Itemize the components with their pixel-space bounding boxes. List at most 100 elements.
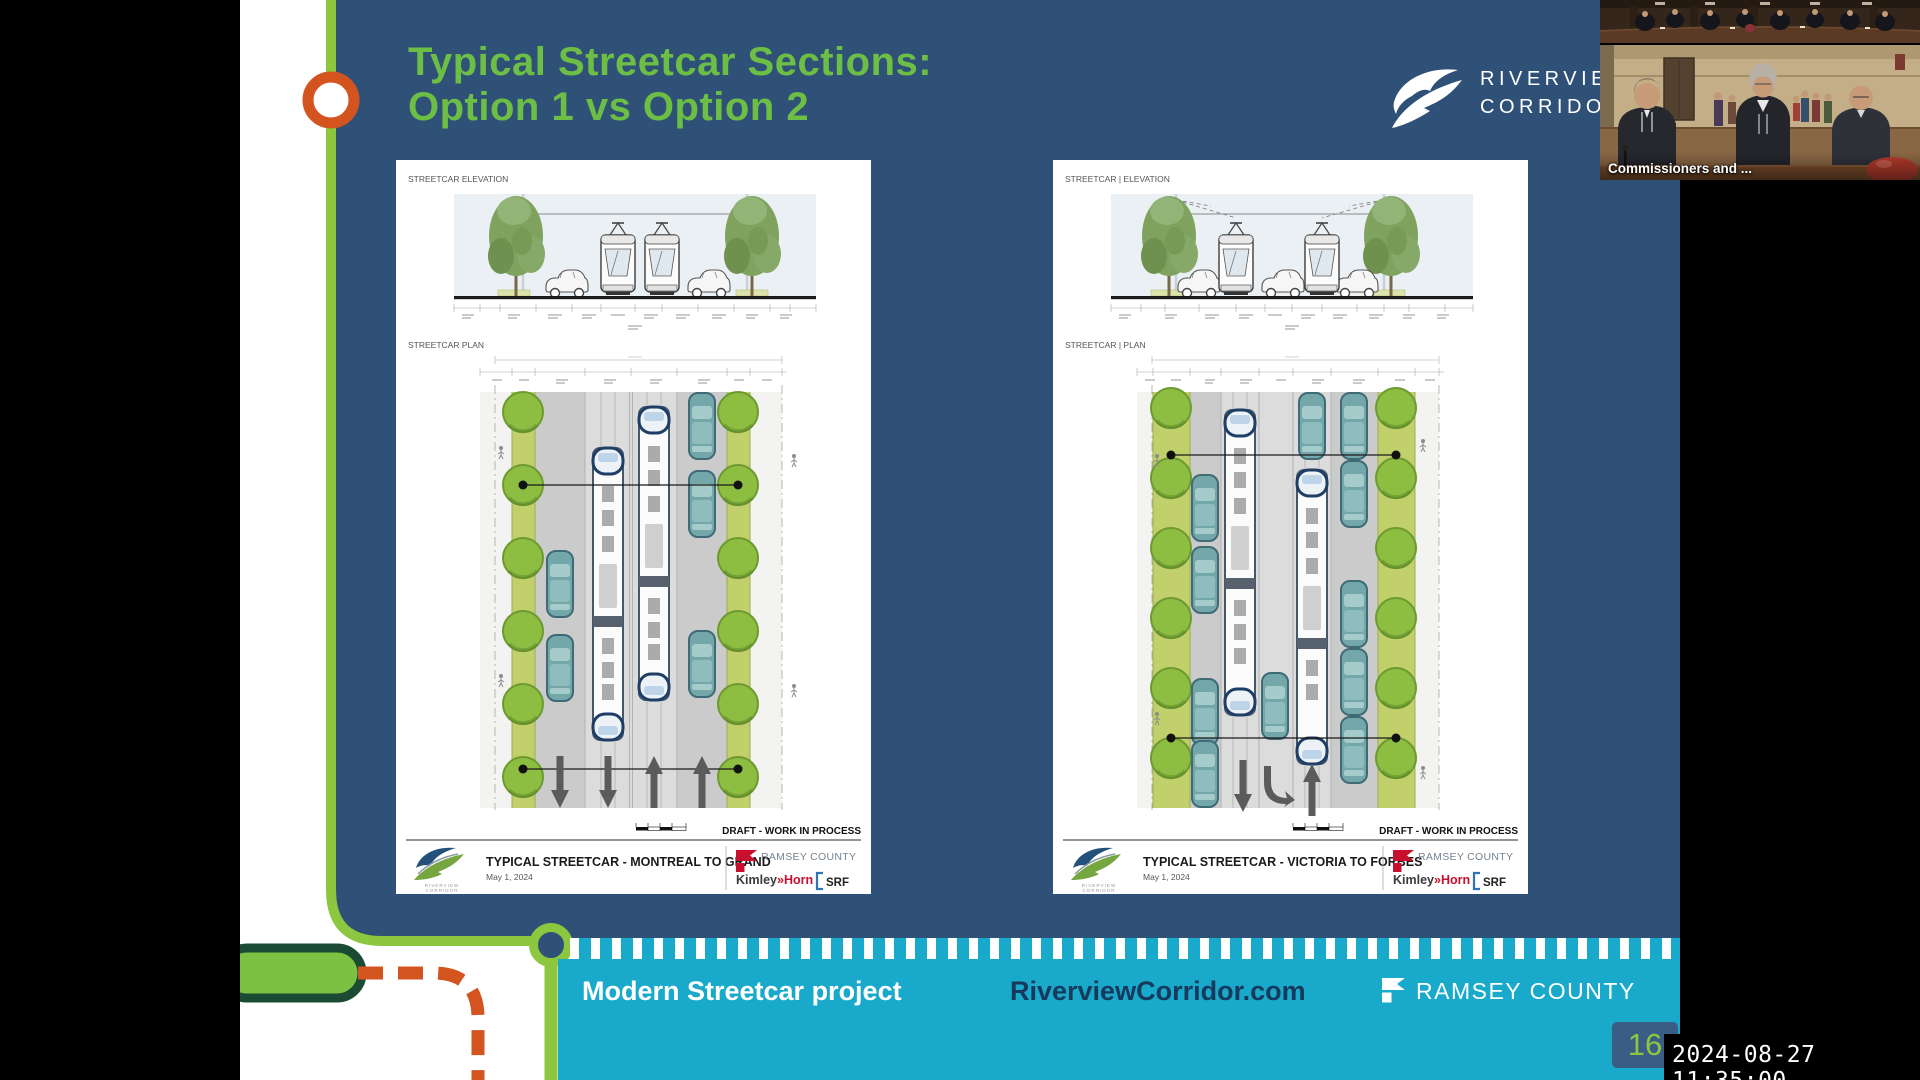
tree-plan <box>1149 666 1193 710</box>
section-sheet-option1: STREETCAR ELEVATION <box>396 160 871 894</box>
ramsey-flag-icon <box>1382 978 1405 1003</box>
section-cut-line <box>1166 450 1401 743</box>
tree-plan <box>1374 386 1418 430</box>
car-plan <box>1191 474 1219 542</box>
tree-plan <box>716 536 760 580</box>
car-plan <box>1340 716 1368 784</box>
streetcar-plan <box>637 405 671 702</box>
green-route-line <box>326 0 551 946</box>
section-sheet-option2: STREETCAR | ELEVATION <box>1053 160 1528 894</box>
pedestrian <box>790 683 798 698</box>
tree-plan <box>501 390 545 434</box>
zipper-divider-decoration <box>570 938 1680 959</box>
srf-logo: SRF <box>1483 877 1506 889</box>
tree-plan <box>1374 666 1418 710</box>
option1-title-block: DRAFT - WORK IN PROCESS RIVERVIEW CORRID… <box>406 823 861 893</box>
streetcar-plan <box>591 446 625 742</box>
webcam-video <box>1599 0 1920 183</box>
footer-bar <box>558 959 1680 1080</box>
footer-ramsey-county: RAMSEY COUNTY <box>1382 978 1636 1005</box>
orange-dashed-route <box>358 966 485 1080</box>
option2-drawing: STREETCAR | ELEVATION <box>1063 174 1518 893</box>
tree-plan <box>501 682 545 726</box>
webcam-feed[interactable]: Commissioners and ... <box>1599 0 1920 183</box>
dimension-micro-text <box>1119 314 1449 330</box>
car-plan <box>1340 580 1368 648</box>
tree-plan <box>1149 736 1193 780</box>
car-plan <box>688 470 716 538</box>
tree-plan <box>501 755 545 799</box>
horn-text: Horn <box>1441 873 1470 887</box>
option2-elevation: STREETCAR | ELEVATION <box>1065 174 1474 330</box>
presentation-slide: Typical Streetcar Sections: Option 1 vs … <box>240 0 1680 1080</box>
agency-name: RAMSEY COUNTY <box>761 851 856 863</box>
tree-plan <box>1374 736 1418 780</box>
car-plan <box>688 630 716 698</box>
plan-label: STREETCAR | PLAN <box>1065 340 1146 350</box>
timestamp-background: 2024-08-27 11:35:00 <box>1664 1034 1920 1080</box>
dimension-micro-text <box>462 314 792 330</box>
horn-text: Horn <box>784 873 813 887</box>
slide-title-line1: Typical Streetcar Sections: <box>408 40 933 84</box>
green-pill-decoration <box>240 943 367 1003</box>
lane-arrow-right-turn <box>1264 766 1295 807</box>
pedestrian <box>790 453 798 468</box>
streetcar-plan <box>1223 408 1257 717</box>
srf-bracket-icon <box>815 871 823 891</box>
webcam-participant-label: Commissioners and ... <box>1608 161 1753 176</box>
brand-name-line2: CORRIDOR <box>1480 96 1625 118</box>
tree-plan <box>1374 526 1418 570</box>
option2-title-block: DRAFT - WORK IN PROCESS RIVERVIEW CORRID… <box>1063 823 1518 893</box>
tree-plan <box>1149 596 1193 640</box>
car-plan <box>1191 546 1219 614</box>
presenter-left <box>1618 77 1676 180</box>
sheet-date: May 1, 2024 <box>1143 872 1190 882</box>
green-ring-icon <box>529 923 573 967</box>
car-plan <box>546 634 574 702</box>
car-plan <box>1261 672 1289 740</box>
kimley-text: Kimley <box>736 873 777 887</box>
dimension-line <box>453 304 817 312</box>
car-plan <box>688 392 716 460</box>
streetcar-plan <box>1295 468 1329 766</box>
kimley-sep: » <box>1434 873 1441 887</box>
tree-plan <box>501 536 545 580</box>
option1-drawing: STREETCAR ELEVATION <box>406 174 861 893</box>
car-plan <box>546 550 574 618</box>
letterbox-left <box>0 0 240 1080</box>
srf-bracket-icon <box>1472 871 1480 891</box>
sheet-date: May 1, 2024 <box>486 872 533 882</box>
orange-ring-icon <box>302 71 360 129</box>
video-timestamp: 2024-08-27 11:35:00 <box>1672 1042 1816 1080</box>
tree-plan <box>1149 526 1193 570</box>
mini-logo-line2: CORRIDOR <box>1082 888 1115 893</box>
sheet-title: TYPICAL STREETCAR - MONTREAL TO GRAND <box>486 855 771 869</box>
kimley-text: Kimley <box>1393 873 1434 887</box>
footer-agency-name: RAMSEY COUNTY <box>1416 978 1636 1004</box>
kimley-horn-logo: Kimley»Horn <box>1393 873 1470 887</box>
letterbox-right <box>1680 0 1920 1080</box>
tree-plan <box>716 390 760 434</box>
option1-plan: STREETCAR PLAN <box>408 340 798 810</box>
kimley-sep: » <box>777 873 784 887</box>
riverview-mini-logo-icon <box>413 846 465 881</box>
presenter-center <box>1736 63 1790 180</box>
slide-title: Typical Streetcar Sections: Option 1 vs … <box>408 40 932 130</box>
car-plan <box>1191 740 1219 808</box>
tree-plan <box>716 682 760 726</box>
tree-plan <box>1374 456 1418 500</box>
brand-name-line1: RIVERVIEW <box>1480 68 1633 90</box>
mini-logo-line1: RIVERVIEW <box>1082 883 1117 888</box>
mini-logo-line2: CORRIDOR <box>425 888 458 893</box>
slide-title-line2: Option 1 vs Option 2 <box>408 85 810 129</box>
riverview-mini-logo-icon <box>1070 846 1122 881</box>
elevation-label: STREETCAR ELEVATION <box>408 174 508 184</box>
footer-project-name: Modern Streetcar project <box>582 976 902 1006</box>
draft-note: DRAFT - WORK IN PROCESS <box>722 826 861 837</box>
agency-name: RAMSEY COUNTY <box>1418 851 1513 863</box>
car-plan <box>1340 392 1368 460</box>
tree-plan <box>501 609 545 653</box>
sheet-title: TYPICAL STREETCAR - VICTORIA TO FORBES <box>1143 855 1422 869</box>
dimension-line <box>1110 304 1474 312</box>
